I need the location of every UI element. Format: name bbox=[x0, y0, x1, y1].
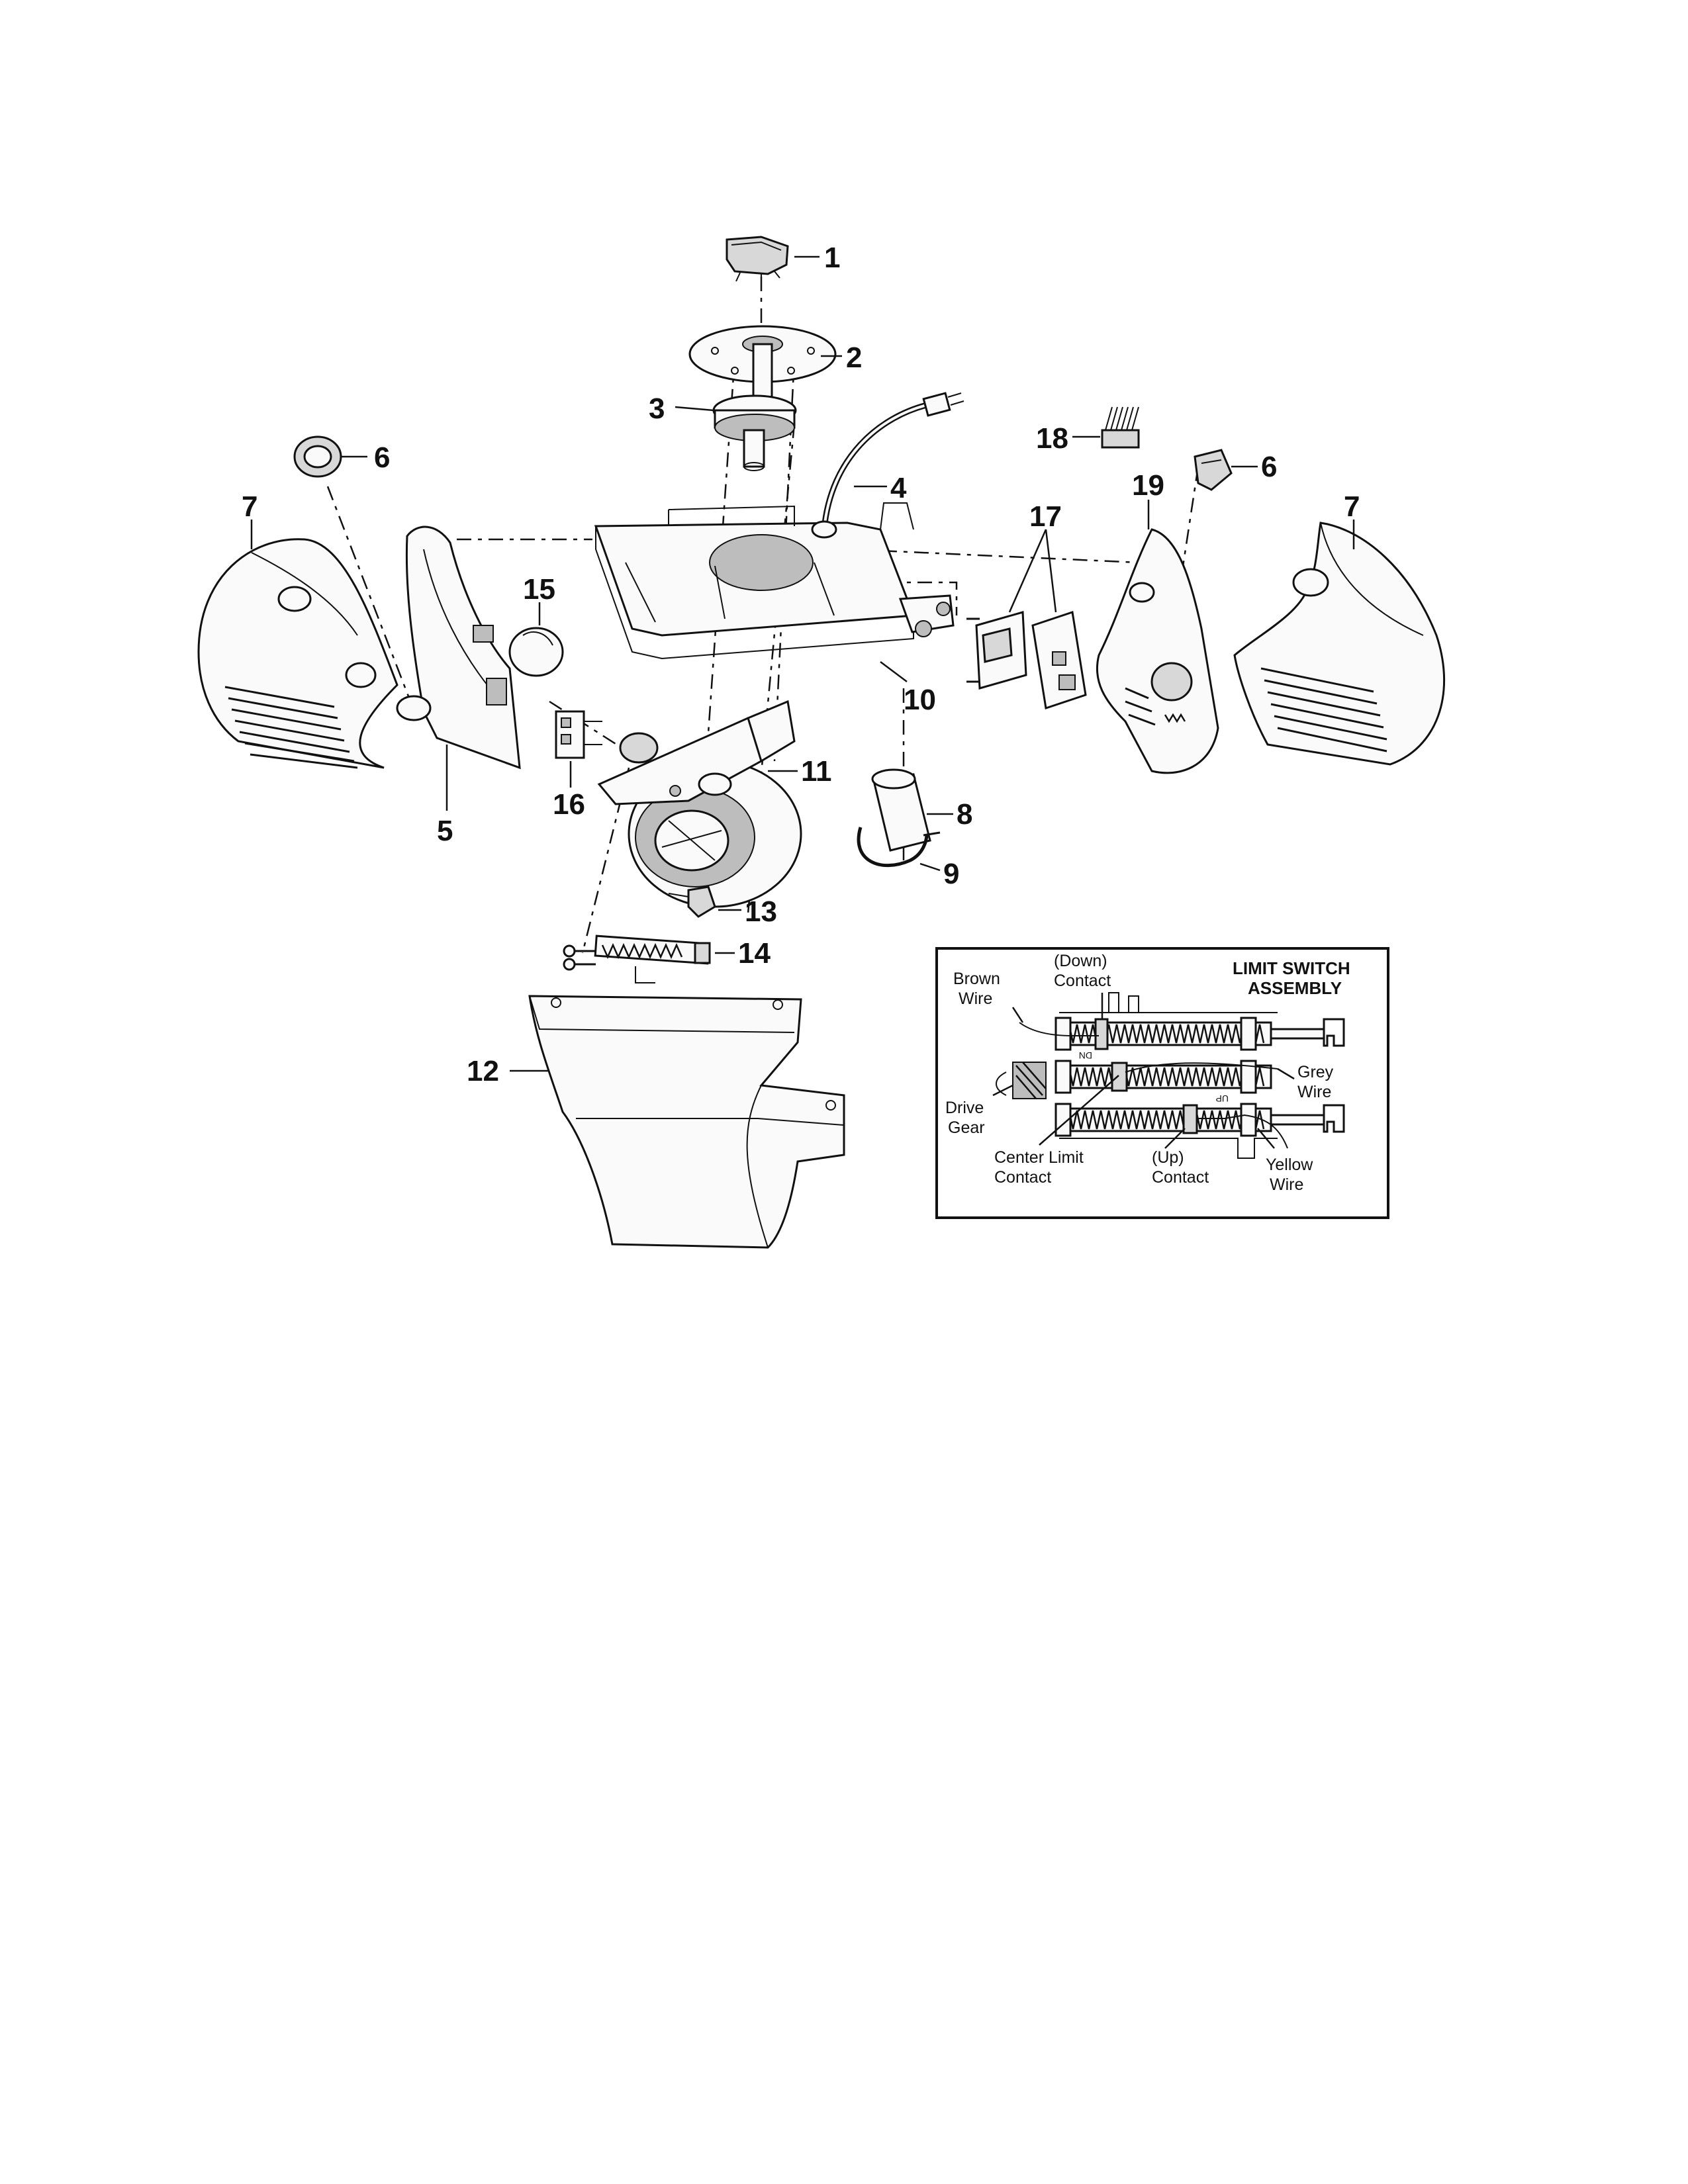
callout-10: 10 bbox=[904, 684, 936, 716]
part-9-strap bbox=[857, 827, 941, 868]
inset-brown-wire-label-2: Wire bbox=[959, 989, 992, 1008]
inset-center-limit-label-1: Center Limit bbox=[994, 1148, 1084, 1167]
part-7-left-cover bbox=[197, 538, 399, 769]
callout-13: 13 bbox=[745, 895, 777, 928]
inset-title-line2: ASSEMBLY bbox=[1248, 978, 1342, 998]
callout-19: 19 bbox=[1132, 469, 1164, 502]
inset-brown-wire bbox=[1019, 1022, 1099, 1036]
inset-drive-gear bbox=[996, 1062, 1047, 1099]
part-2-sprocket-plate bbox=[688, 325, 837, 425]
inset-up-contact-label-2: Contact bbox=[1152, 1168, 1209, 1187]
callout-9: 9 bbox=[943, 858, 959, 890]
chassis-plate bbox=[594, 502, 915, 660]
leader-17 bbox=[1008, 529, 1057, 613]
leader-10 bbox=[880, 661, 908, 682]
callout-6b: 6 bbox=[1261, 451, 1277, 483]
part-11-motor bbox=[597, 700, 802, 908]
limit-switch-inset: DN UP LIMIT SWITCH ASSEMBLY Brown Wire (… bbox=[935, 947, 1389, 1219]
inset-grey-wire-label-2: Wire bbox=[1297, 1083, 1331, 1101]
part-12-housing bbox=[528, 995, 845, 1249]
callout-7a: 7 bbox=[242, 490, 258, 523]
part-3-drive-sprocket bbox=[712, 394, 797, 471]
leader-9 bbox=[919, 862, 941, 872]
callout-4: 4 bbox=[890, 472, 907, 504]
callout-6a: 6 bbox=[374, 441, 390, 474]
part-17-boards bbox=[966, 611, 1087, 709]
part-18-connector bbox=[1101, 406, 1140, 449]
callout-8: 8 bbox=[957, 798, 972, 831]
callout-15: 15 bbox=[523, 573, 555, 606]
inset-center-limit-label-2: Contact bbox=[994, 1168, 1051, 1187]
inset-grey-wire-label-1: Grey bbox=[1297, 1063, 1334, 1081]
leader-3 bbox=[675, 406, 714, 412]
inset-drive-gear-label-1: Drive bbox=[945, 1099, 984, 1117]
inset-yellow-wire-label-1: Yellow bbox=[1266, 1156, 1313, 1174]
inset-yellow-wire-label-2: Wire bbox=[1270, 1175, 1303, 1194]
part-16-terminal bbox=[555, 710, 602, 759]
inset-yellow-wire bbox=[1197, 1114, 1288, 1149]
inset-grey-wire bbox=[1125, 1062, 1278, 1073]
inset-down-contact-label-2: Contact bbox=[1054, 972, 1111, 990]
callout-11: 11 bbox=[801, 755, 832, 788]
inset-down-contact-label-1: (Down) bbox=[1054, 952, 1107, 970]
inset-brown-wire-label-1: Brown bbox=[953, 970, 1000, 988]
part-14-limit-switch bbox=[563, 934, 711, 983]
callout-16: 16 bbox=[553, 788, 585, 821]
callout-1: 1 bbox=[824, 242, 840, 274]
callout-12: 12 bbox=[467, 1055, 499, 1087]
callout-labels: 1 2 3 4 5 6 6 7 7 8 9 10 11 12 13 14 15 … bbox=[242, 242, 1360, 1087]
callout-3: 3 bbox=[649, 392, 665, 425]
inset-up-contact-label-1: (Up) bbox=[1152, 1148, 1184, 1167]
inset-center-contact bbox=[1111, 1062, 1128, 1092]
inset-drive-gear-label-2: Gear bbox=[948, 1118, 985, 1137]
inset-up-contact bbox=[1182, 1104, 1198, 1134]
callout-17: 17 bbox=[1029, 500, 1062, 533]
part-6-left-socket bbox=[293, 435, 342, 478]
part-8-capacitor bbox=[871, 768, 931, 852]
part-13-bracket bbox=[668, 886, 716, 918]
callout-7b: 7 bbox=[1344, 490, 1360, 523]
callout-5: 5 bbox=[437, 815, 453, 847]
inset-dn-mark: DN bbox=[1079, 1050, 1092, 1061]
part-4-power-cord bbox=[821, 392, 964, 530]
callout-2: 2 bbox=[846, 341, 862, 374]
part-6-right-socket bbox=[1194, 449, 1233, 491]
part-19-right-panel bbox=[1096, 528, 1219, 774]
part-5-left-panel bbox=[396, 525, 521, 770]
part-15-cap bbox=[508, 627, 564, 677]
part-7-right-cover bbox=[1233, 522, 1446, 766]
callout-14: 14 bbox=[738, 937, 771, 970]
inset-up-mark: UP bbox=[1216, 1093, 1229, 1104]
inset-down-contact bbox=[1094, 1018, 1109, 1050]
part-1-clip bbox=[726, 236, 789, 283]
part-10-bracket bbox=[898, 594, 955, 637]
callout-18: 18 bbox=[1036, 422, 1068, 455]
inset-title-line1: LIMIT SWITCH bbox=[1233, 958, 1350, 978]
